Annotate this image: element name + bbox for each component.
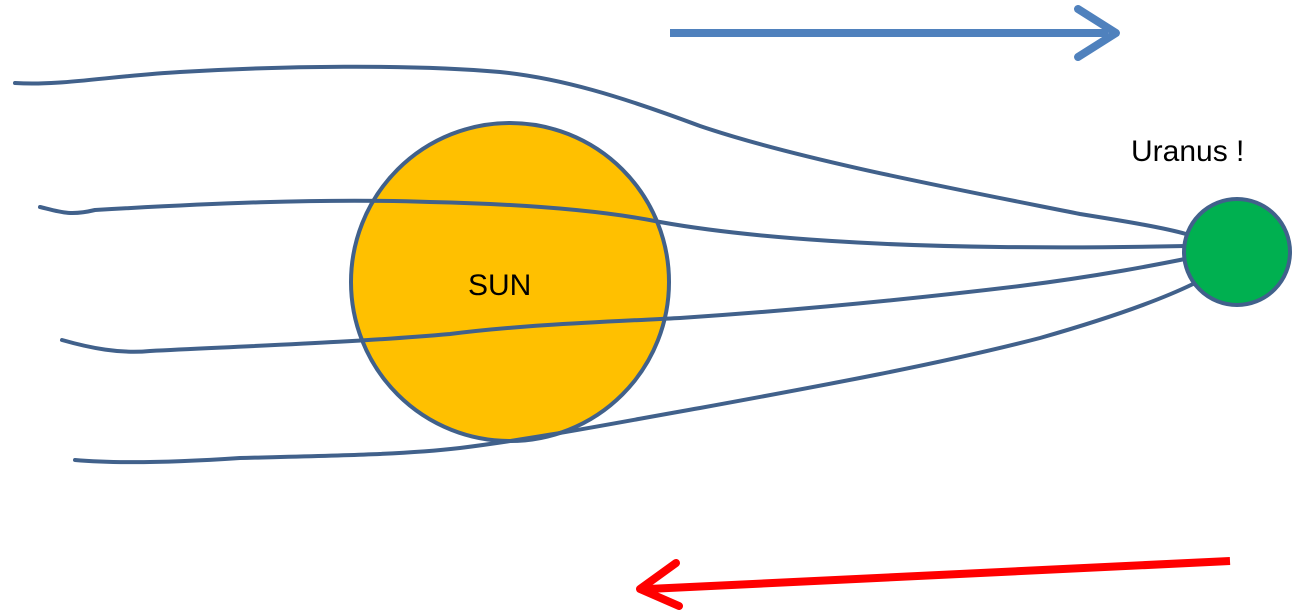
bottom-arrow: [640, 561, 1230, 606]
uranus-circle: [1184, 199, 1290, 305]
uranus-label: Uranus !: [1131, 134, 1244, 170]
sun-label: SUN: [468, 268, 531, 304]
top-arrow: [670, 9, 1116, 57]
bottom-arrow-shaft: [648, 561, 1230, 589]
